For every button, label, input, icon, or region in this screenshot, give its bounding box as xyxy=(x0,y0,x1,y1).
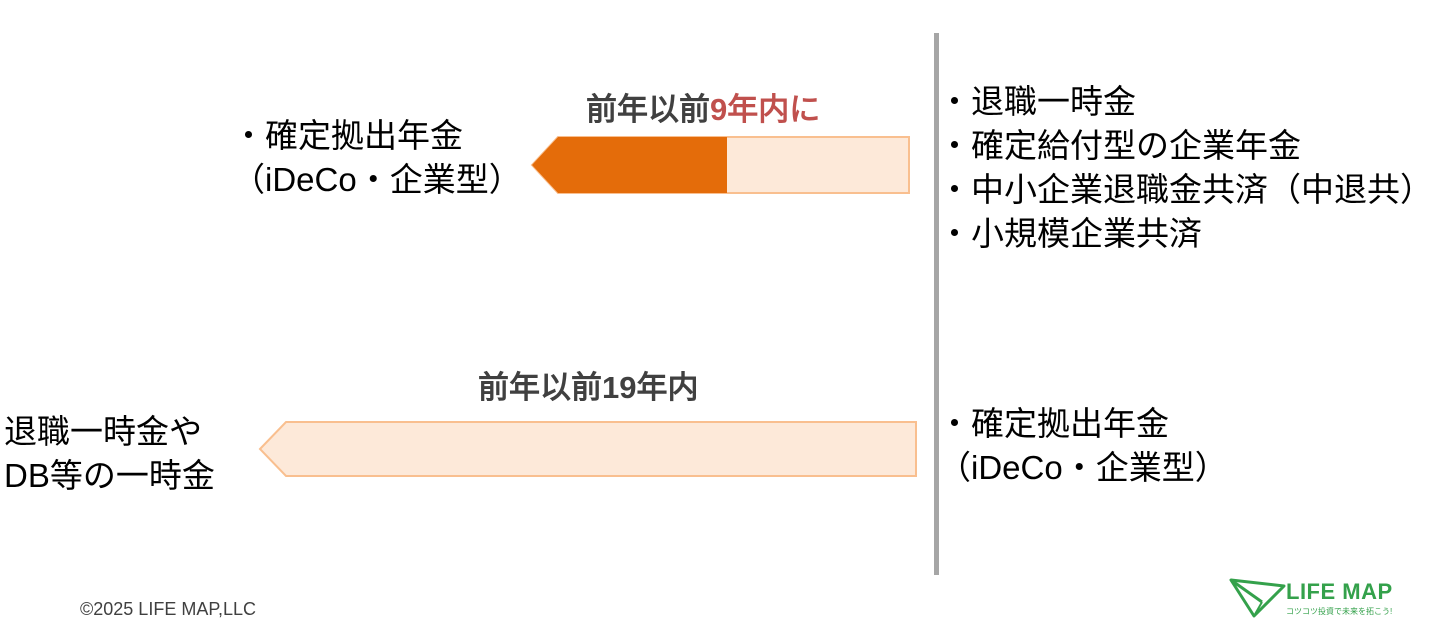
top-arrow-filled-portion xyxy=(532,137,727,193)
life-map-logo: LIFE MAP コツコツ投資で未来を拓こう! xyxy=(1228,576,1428,620)
top-right-line-4: ・小規模企業共済 xyxy=(938,215,1202,252)
top-left-line-1: ・確定拠出年金 xyxy=(232,117,463,154)
bottom-right-line-1: ・確定拠出年金 xyxy=(938,405,1169,442)
top-right-line-1: ・退職一時金 xyxy=(938,83,1136,120)
top-period-label: 前年以前9年内に xyxy=(586,84,820,129)
bottom-right-line-2: （iDeCo・企業型） xyxy=(938,449,1228,486)
bottom-right-text: ・確定拠出年金 （iDeCo・企業型） xyxy=(938,402,1228,490)
bottom-arrow-body xyxy=(258,421,917,477)
top-left-line-2: （iDeCo・企業型） xyxy=(232,161,522,198)
bottom-left-line-2: DB等の一時金 xyxy=(4,457,215,494)
bottom-arrow xyxy=(258,421,917,477)
bottom-left-text: 退職一時金や DB等の一時金 xyxy=(4,410,215,498)
top-right-text: ・退職一時金 ・確定給付型の企業年金 ・中小企業退職金共済（中退共） ・小規模企… xyxy=(938,80,1433,256)
bottom-left-line-1: 退職一時金や xyxy=(4,413,202,450)
top-right-line-3: ・中小企業退職金共済（中退共） xyxy=(938,171,1433,208)
logo-name: LIFE MAP xyxy=(1286,579,1393,604)
logo-tagline: コツコツ投資で未来を拓こう! xyxy=(1286,607,1393,616)
paper-plane-icon xyxy=(1229,578,1286,618)
top-arrow xyxy=(530,136,910,194)
top-label-prefix: 前年以前 xyxy=(586,92,710,127)
top-right-line-2: ・確定給付型の企業年金 xyxy=(938,127,1301,164)
top-left-text: ・確定拠出年金 （iDeCo・企業型） xyxy=(232,114,522,202)
copyright: ©2025 LIFE MAP,LLC xyxy=(80,599,257,619)
vertical-divider xyxy=(934,33,939,575)
top-label-highlight: 9年内に xyxy=(710,92,821,127)
bottom-period-label: 前年以前19年内 xyxy=(478,370,699,405)
